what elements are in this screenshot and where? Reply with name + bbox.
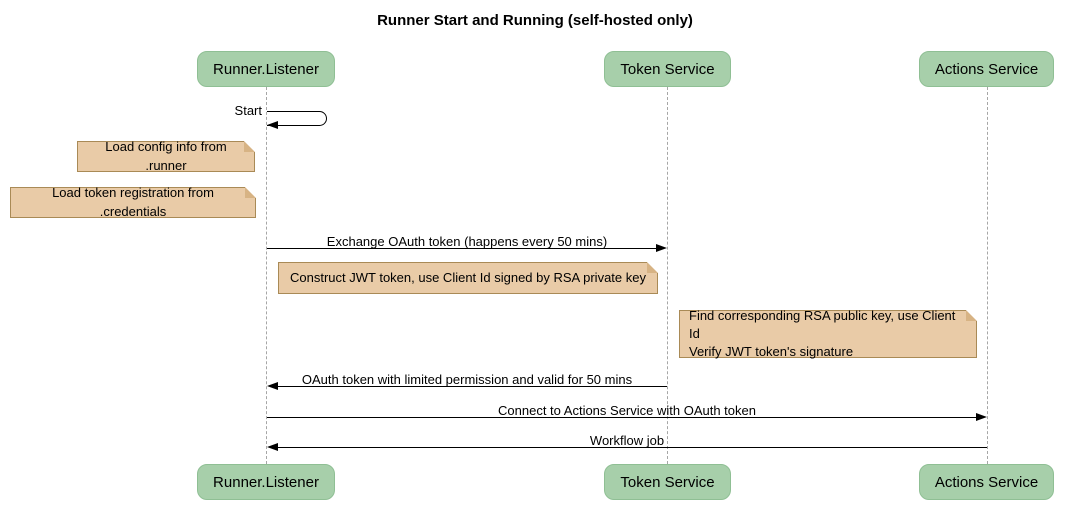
participant-bottom-token-service: Token Service bbox=[604, 464, 731, 500]
message-line bbox=[277, 447, 987, 448]
diagram-title: Runner Start and Running (self-hosted on… bbox=[377, 12, 693, 29]
note-load-config: Load config info from .runner bbox=[77, 139, 255, 173]
participant-top-actions-service: Actions Service bbox=[919, 51, 1054, 87]
message-line bbox=[267, 417, 977, 418]
lifeline-runner-listener bbox=[266, 87, 267, 464]
self-message-label: Start bbox=[234, 103, 262, 118]
note-construct-jwt: Construct JWT token, use Client Id signe… bbox=[278, 262, 658, 294]
message-label: OAuth token with limited permission and … bbox=[301, 372, 633, 387]
message-line bbox=[267, 248, 657, 249]
participant-top-runner-listener: Runner.Listener bbox=[197, 51, 335, 87]
participant-bottom-runner-listener: Runner.Listener bbox=[197, 464, 335, 500]
arrowhead-left-icon bbox=[267, 382, 278, 390]
arrowhead-right-icon bbox=[656, 244, 667, 252]
message-line bbox=[277, 386, 667, 387]
note-verify-jwt: Find corresponding RSA public key, use C… bbox=[679, 308, 977, 359]
arrowhead-right-icon bbox=[976, 413, 987, 421]
message-label: Exchange OAuth token (happens every 50 m… bbox=[326, 234, 608, 249]
lifeline-token-service bbox=[667, 87, 668, 464]
participant-top-token-service: Token Service bbox=[604, 51, 731, 87]
message-label: Workflow job bbox=[589, 433, 665, 448]
note-load-token-registration: Load token registration from .credential… bbox=[10, 185, 256, 219]
lifeline-actions-service bbox=[987, 87, 988, 464]
message-label: Connect to Actions Service with OAuth to… bbox=[498, 403, 756, 418]
arrowhead-left-icon bbox=[267, 443, 278, 451]
arrowhead-left-icon bbox=[267, 121, 278, 129]
participant-bottom-actions-service: Actions Service bbox=[919, 464, 1054, 500]
self-message-loop-arrow bbox=[267, 111, 327, 126]
